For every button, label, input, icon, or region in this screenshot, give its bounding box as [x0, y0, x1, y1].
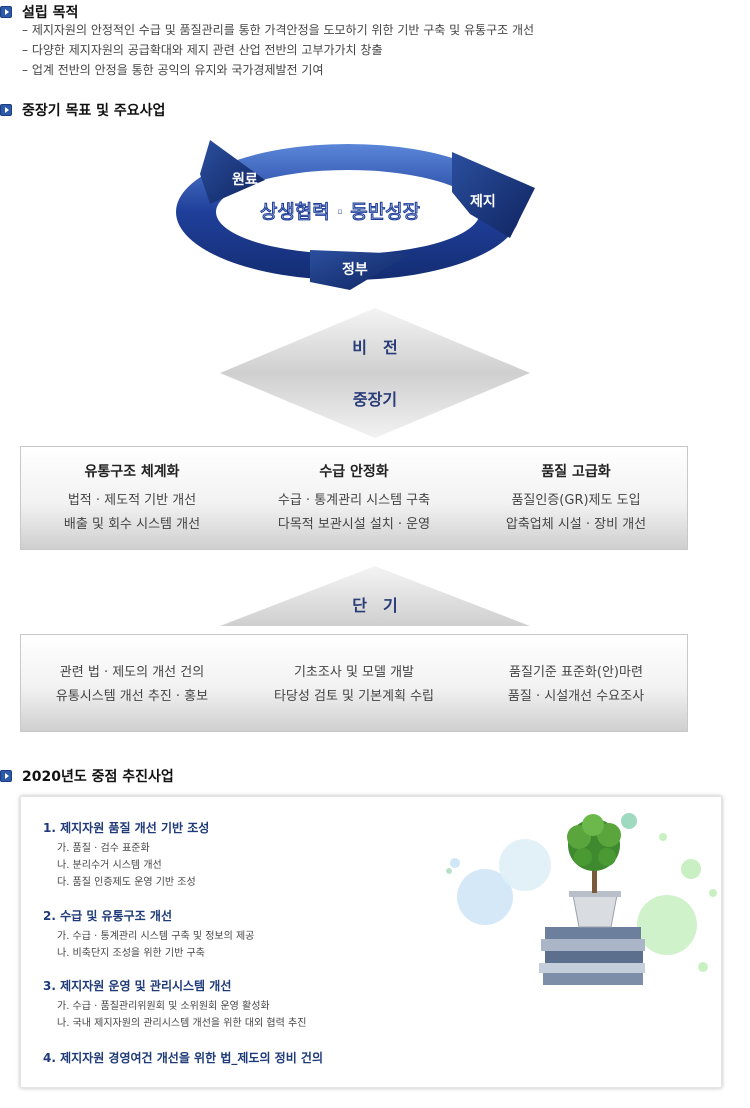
bullet-icon: [0, 6, 12, 18]
goals-title: 중장기 목표 및 주요사업: [22, 103, 166, 119]
project-item-4: 4. 제지자원 경영여건 개선을 위한 법_제도의 정비 건의: [43, 1049, 323, 1066]
col-line: 법적 · 제도적 기반 개선: [67, 493, 197, 508]
project-item-2: 2. 수급 및 유통구조 개선 가. 수급 · 통계관리 시스템 구축 및 정보…: [43, 907, 254, 962]
section-title-goals: 중장기 목표 및 주요사업: [0, 100, 165, 120]
col-line: 기초조사 및 모델 개발: [293, 665, 415, 680]
projects-panel: 1. 제지자원 품질 개선 기반 조성 가. 품질 · 검수 표준화 나. 분리…: [20, 796, 722, 1088]
arrow-bottom-icon: [310, 250, 410, 290]
project-sub: 가. 품질 · 검수 표준화: [57, 843, 150, 854]
project-item-3: 3. 제지자원 운영 및 관리시스템 개선 가. 수급 · 품질관리위원회 및 …: [43, 977, 306, 1032]
vision-diamond: [220, 308, 530, 438]
section-title-purpose: 설립 목적: [0, 2, 78, 22]
project-sub: 나. 국내 제지자원의 관리시스템 개선을 위한 대외 협력 추진: [57, 1018, 307, 1029]
col-line: 관련 법 · 제도의 개선 건의: [59, 665, 205, 680]
badge-icon: [621, 813, 637, 829]
col-line: 품질인증(GR)제도 도입: [511, 493, 641, 508]
cycle-label-gov: 정부: [342, 261, 368, 278]
cycle-label-raw: 원료: [232, 172, 258, 188]
project-title: 1. 제지자원 품질 개선 기반 조성: [43, 821, 210, 835]
vision-label: 비 전: [352, 338, 398, 357]
purpose-item: – 다양한 제지자원의 공급확대와 제지 관련 산업 전반의 고부가가치 창출: [22, 43, 383, 57]
project-sub: 나. 분리수거 시스템 개선: [57, 860, 162, 871]
short-triangle: [220, 566, 530, 626]
col-line: 품질기준 표준화(안)마련: [509, 665, 643, 680]
project-title: 2. 수급 및 유통구조 개선: [43, 909, 172, 923]
col-line: 타당성 검토 및 기본계획 수립: [273, 689, 435, 704]
col-line: 압축업체 시설 · 장비 개선: [505, 517, 647, 532]
project-title: 4. 제지자원 경영여건 개선을 위한 법_제도의 정비 건의: [43, 1051, 323, 1065]
project-item-1: 1. 제지자원 품질 개선 기반 조성 가. 품질 · 검수 표준화 나. 분리…: [43, 819, 209, 891]
cycle-center-text: 상생협력 · 동반성장: [260, 201, 421, 223]
short-col-2: 기초조사 및 모델 개발 타당성 검토 및 기본계획 수립: [243, 661, 465, 709]
col-line: 배출 및 회수 시스템 개선: [63, 517, 201, 532]
cycle-diagram: 원료 제지 정부 상생협력 · 동반성장: [176, 140, 535, 290]
purpose-list: – 제지자원의 안정적인 수급 및 품질관리를 통한 가격안정을 도모하기 위한…: [22, 20, 534, 80]
projects-title: 2020년도 중점 추진사업: [22, 769, 174, 785]
purpose-item: – 제지자원의 안정적인 수급 및 품질관리를 통한 가격안정을 도모하기 위한…: [22, 23, 535, 37]
arrow-right-icon: [452, 152, 535, 238]
col-line: 품질 · 시설개선 수요조사: [507, 689, 645, 704]
cycle-label-paper: 제지: [470, 194, 496, 210]
bullet-icon: [0, 770, 12, 782]
short-col-1: 관련 법 · 제도의 개선 건의 유통시스템 개선 추진 · 홍보: [21, 661, 243, 709]
col-head: 수급 안정화: [319, 464, 389, 480]
short-col-3: 품질기준 표준화(안)마련 품질 · 시설개선 수요조사: [465, 661, 687, 709]
col-line: 다목적 보관시설 설치 · 운영: [277, 517, 431, 532]
project-sub: 다. 품질 인증제도 운영 기반 조성: [57, 877, 196, 888]
midlong-col-supply: 수급 안정화 수급 · 통계관리 시스템 구축 다목적 보관시설 설치 · 운영: [243, 461, 465, 537]
section-title-projects: 2020년도 중점 추진사업: [0, 766, 174, 786]
project-title: 3. 제지자원 운영 및 관리시스템 개선: [43, 979, 232, 993]
purpose-item: – 업계 전반의 안정을 통한 공익의 유지와 국가경제발전 기여: [22, 63, 324, 77]
project-sub: 나. 비축단지 조성을 위한 기반 구축: [57, 948, 205, 959]
midlong-col-quality: 품질 고급화 품질인증(GR)제도 도입 압축업체 시설 · 장비 개선: [465, 461, 687, 537]
bullet-icon: [0, 104, 12, 116]
arrow-top-left-icon: [200, 140, 265, 204]
midlong-label: 중장기: [352, 390, 398, 409]
col-line: 유통시스템 개선 추진 · 홍보: [55, 689, 209, 704]
col-line: 수급 · 통계관리 시스템 구축: [277, 493, 431, 508]
col-head: 유통구조 체계화: [84, 464, 180, 480]
project-sub: 가. 수급 · 통계관리 시스템 구축 및 정보의 제공: [57, 931, 255, 942]
short-label: 단 기: [352, 596, 398, 615]
col-head: 품질 고급화: [541, 464, 611, 480]
tree-illustration: [446, 813, 717, 985]
purpose-title: 설립 목적: [22, 5, 79, 21]
midlong-box: 유통구조 체계화 법적 · 제도적 기반 개선 배출 및 회수 시스템 개선 수…: [20, 446, 688, 550]
short-box: 관련 법 · 제도의 개선 건의 유통시스템 개선 추진 · 홍보 기초조사 및…: [20, 634, 688, 732]
midlong-col-distribution: 유통구조 체계화 법적 · 제도적 기반 개선 배출 및 회수 시스템 개선: [21, 461, 243, 537]
project-sub: 가. 수급 · 품질관리위원회 및 소위원회 운영 활성화: [57, 1001, 270, 1012]
